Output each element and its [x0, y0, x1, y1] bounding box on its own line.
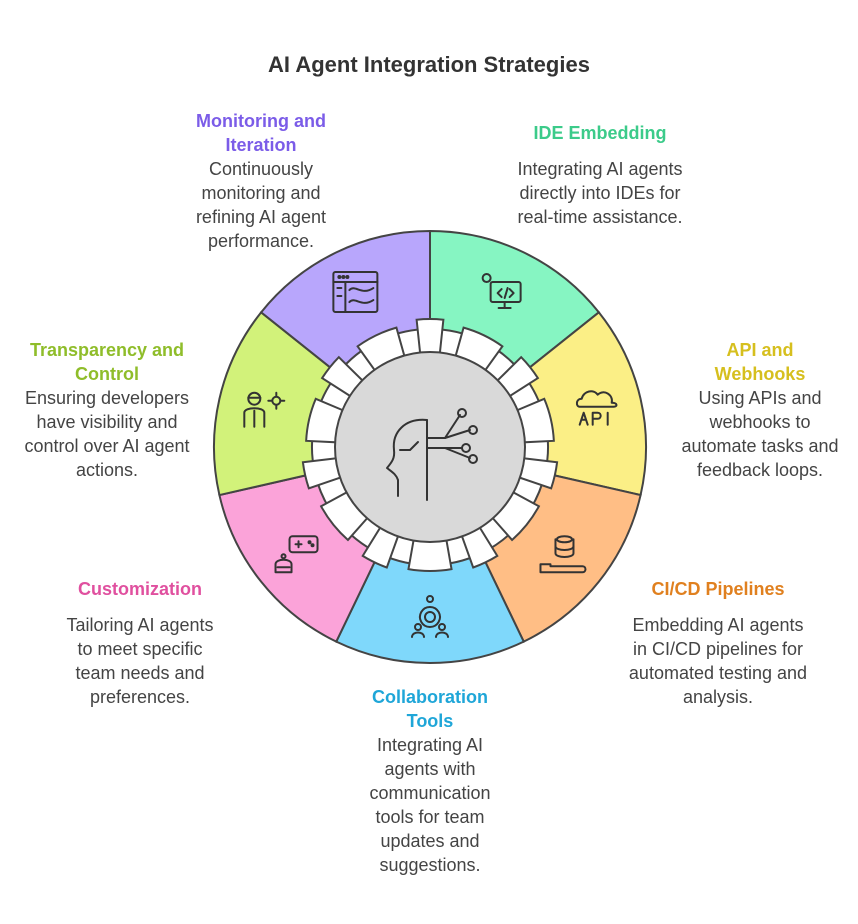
label-transparency-control: Transparency and Control Ensuring develo… — [22, 338, 192, 482]
label-api-webhooks: API and Webhooks Using APIs and webhooks… — [680, 338, 840, 482]
collaboration-tools-heading: Collaboration Tools — [372, 687, 488, 731]
segment-divider-ide — [415, 318, 445, 357]
ide-embedding-description: Integrating AI agents directly into IDEs… — [517, 159, 683, 227]
cicd-pipelines-description: Embedding AI agents in CI/CD pipelines f… — [628, 615, 808, 707]
user-gear-icon — [243, 391, 286, 428]
transparency-control-heading: Transparency and Control — [29, 340, 185, 384]
label-monitoring-iteration: Monitoring and Iteration Continuously mo… — [180, 109, 342, 253]
dashboard-graph-icon — [332, 271, 379, 314]
label-cicd-pipelines: CI/CD Pipelines Embedding AI agents in C… — [628, 577, 808, 709]
label-customization: Customization Tailoring AI agents to mee… — [60, 577, 220, 709]
collaboration-tools-description: Integrating AI agents with communication… — [369, 735, 491, 875]
robot-controller-icon — [274, 535, 319, 574]
cicd-pipelines-heading: CI/CD Pipelines — [651, 579, 785, 599]
customization-heading: Customization — [78, 579, 202, 599]
ide-embedding-heading: IDE Embedding — [533, 123, 667, 143]
customization-description: Tailoring AI agents to meet specific tea… — [66, 615, 214, 707]
monitoring-iteration-description: Continuously monitoring and refining AI … — [195, 159, 327, 251]
label-ide-embedding: IDE Embedding Integrating AI agents dire… — [510, 121, 690, 229]
ai-head-network-icon — [386, 408, 478, 501]
monitoring-iteration-heading: Monitoring and Iteration — [196, 111, 326, 155]
transparency-control-description: Ensuring developers have visibility and … — [24, 388, 190, 480]
database-pipeline-icon — [539, 535, 587, 574]
code-gear-monitor-icon — [481, 273, 522, 310]
api-webhooks-heading: API and Webhooks — [714, 340, 806, 384]
label-collaboration-tools: Collaboration Tools Integrating AI agent… — [350, 685, 510, 877]
team-gear-icon — [411, 595, 449, 638]
api-webhooks-description: Using APIs and webhooks to automate task… — [681, 388, 839, 480]
cloud-api-icon — [575, 390, 618, 426]
page-title: AI Agent Integration Strategies — [268, 52, 590, 77]
